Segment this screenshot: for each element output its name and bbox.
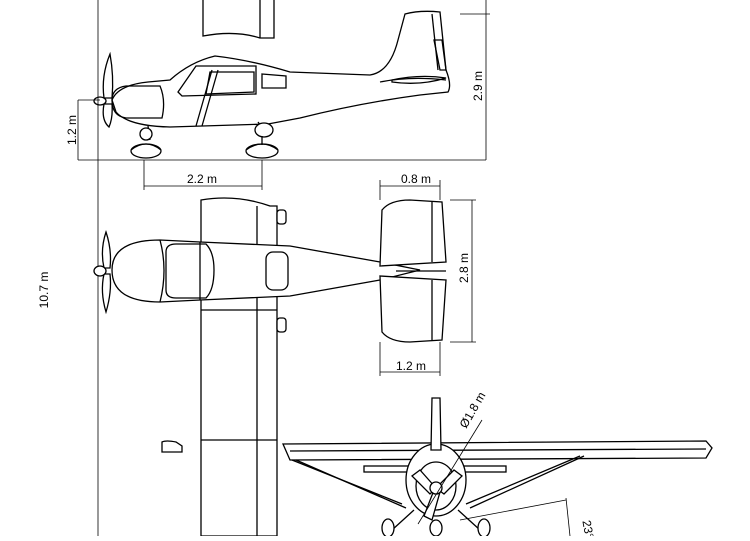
front-view [161, 397, 713, 538]
dim-prop-diameter: Ø1.8 m [457, 389, 489, 430]
dim-stabilizer-chord: 1.2 m [396, 359, 426, 373]
dim-wheelbase: 2.2 m [187, 172, 217, 186]
side-wing-fragment [202, 0, 275, 39]
top-stabilizer-lower [379, 275, 447, 343]
dim-gear-height: 1.2 m [65, 115, 79, 145]
top-view [93, 180, 476, 537]
side-fuselage [111, 10, 451, 128]
side-canopy [177, 65, 257, 97]
side-view [77, 0, 490, 536]
dim-height: 2.9 m [471, 71, 485, 101]
front-gear [391, 509, 481, 531]
front-propeller [411, 469, 463, 521]
top-propeller [101, 229, 112, 269]
dim-dihedral-angle: 23° [579, 519, 596, 536]
top-stabilizer-upper [379, 199, 447, 267]
side-propeller [102, 51, 114, 99]
dim-tail-span: 2.8 m [457, 253, 471, 283]
dimension-labels: 10.7 m 1.2 m 2.9 m 2.2 m 0.8 m 2.8 m 1.2… [37, 71, 596, 540]
dim-wingspan: 10.7 m [37, 272, 51, 309]
dim-elevator-chord: 0.8 m [401, 172, 431, 186]
